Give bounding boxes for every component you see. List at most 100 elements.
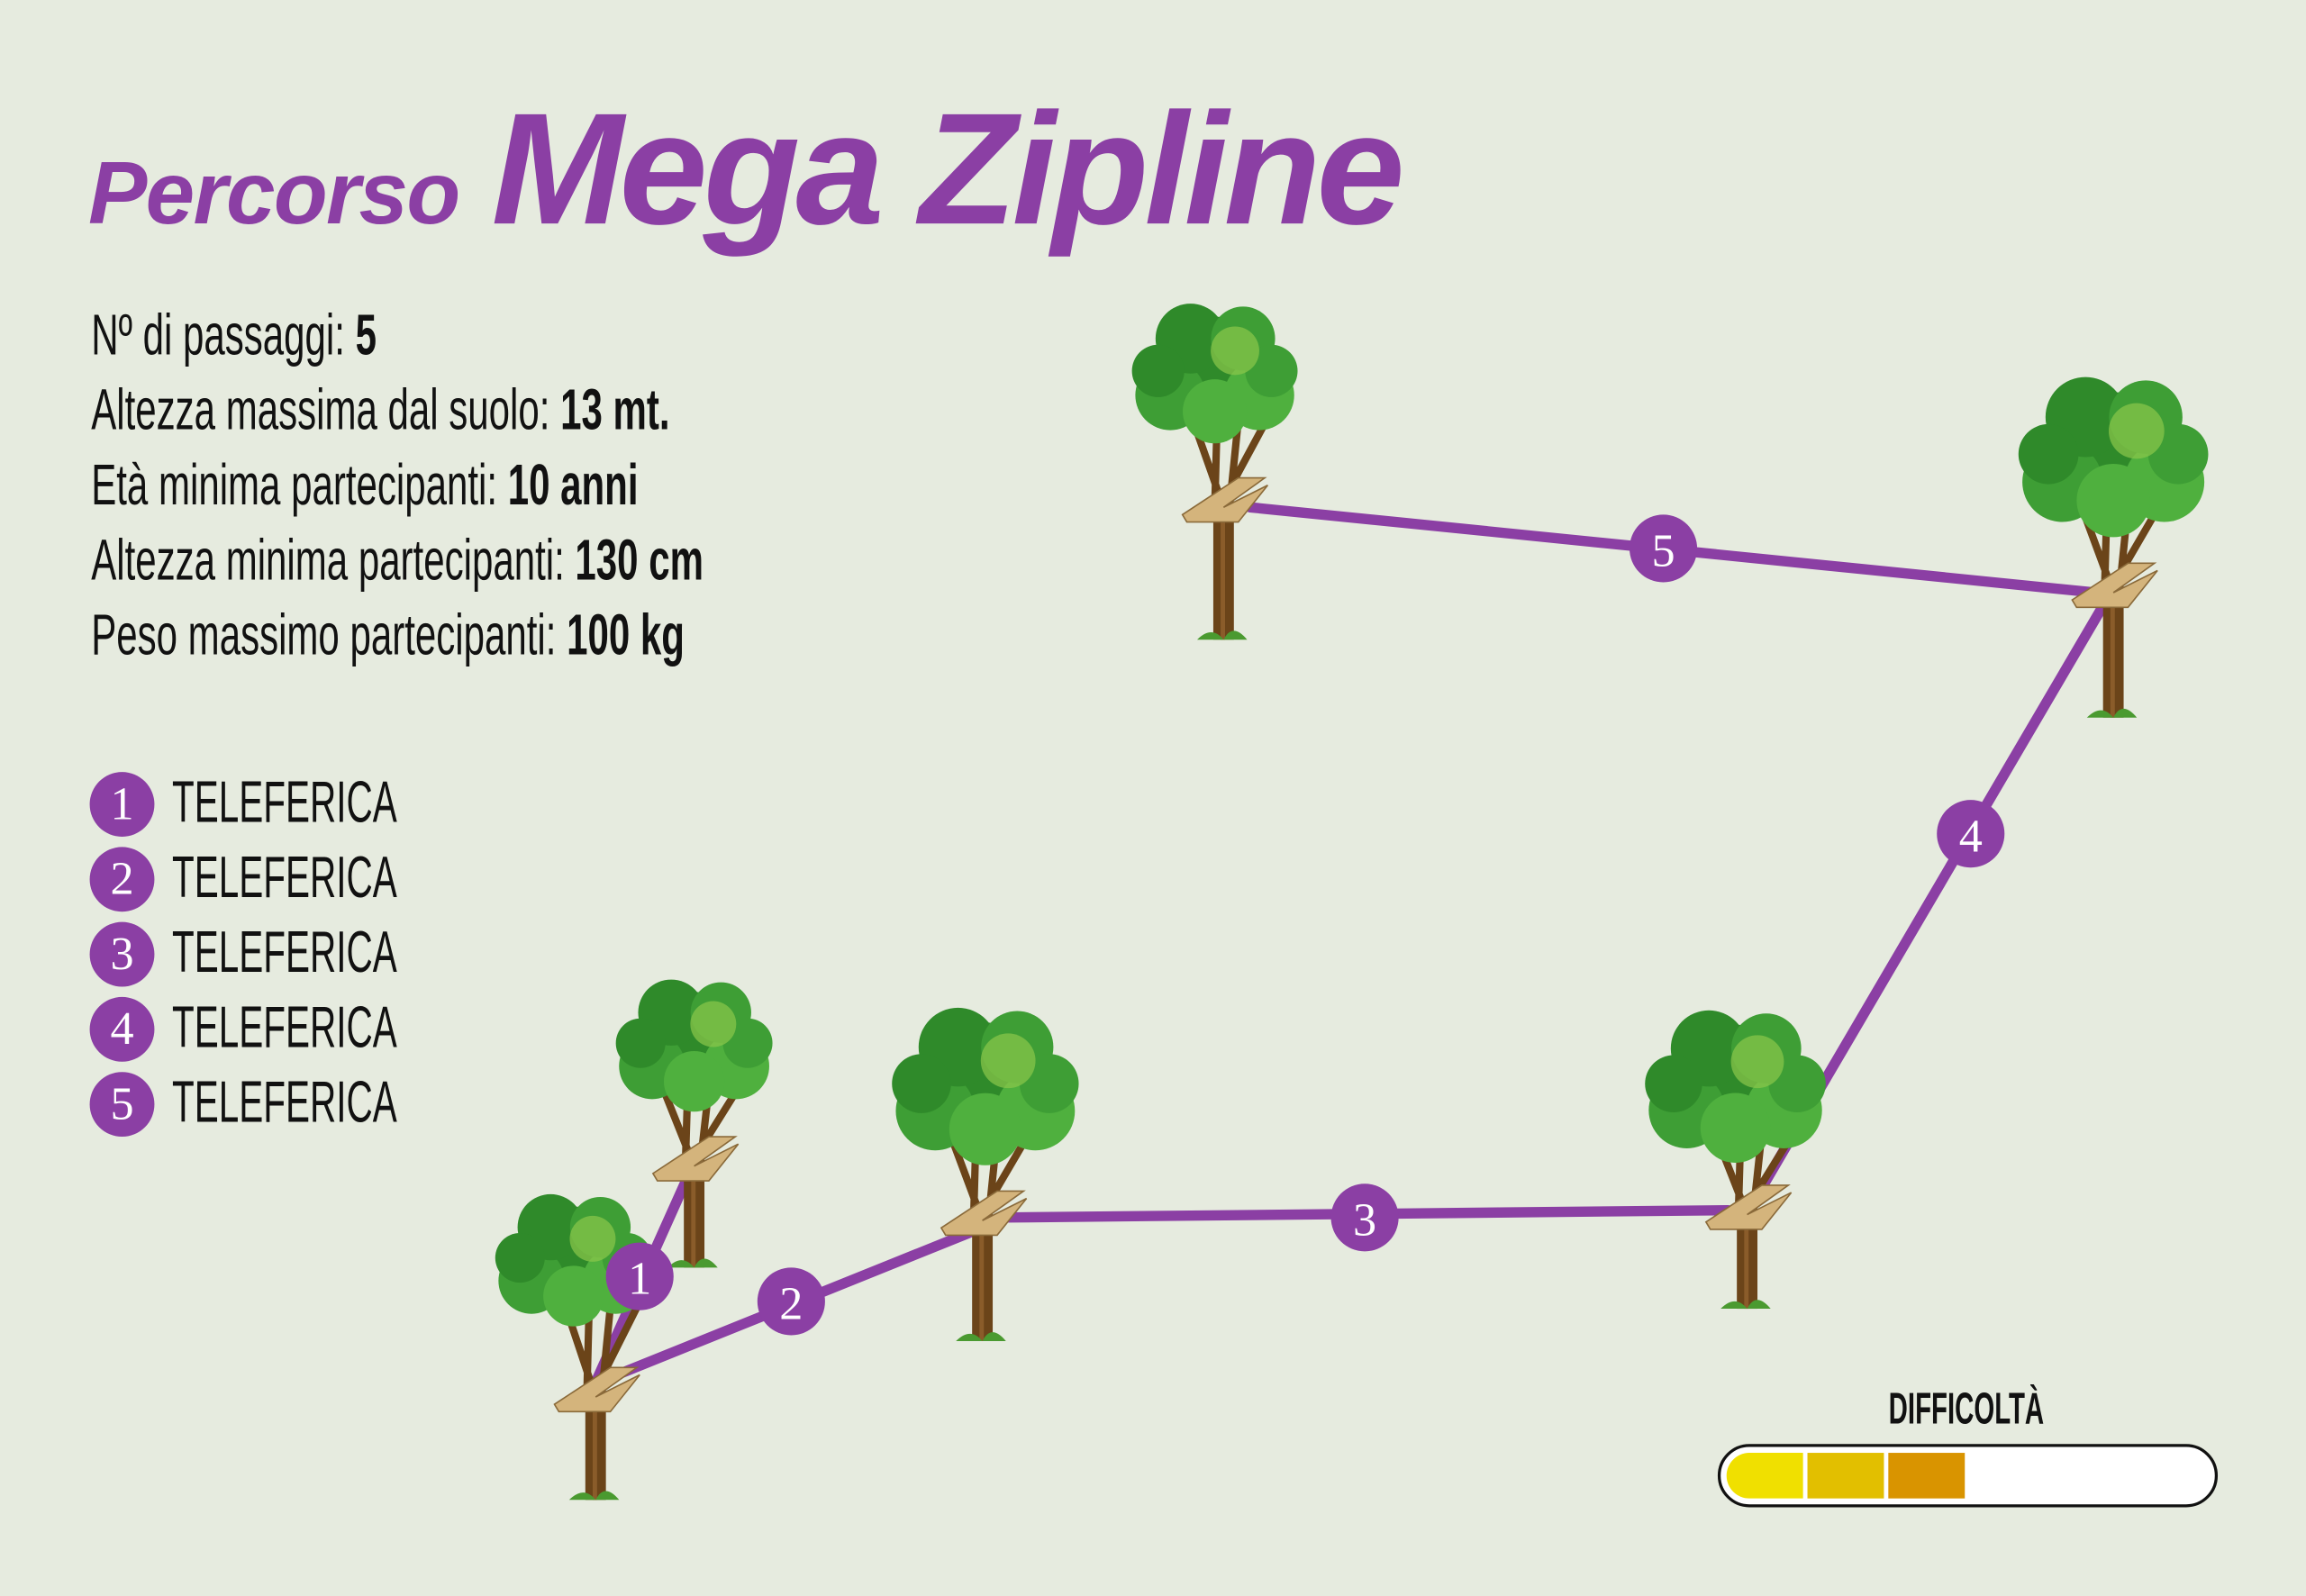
route-badge-3: 3	[1330, 1183, 1399, 1252]
canopy	[1019, 1054, 1079, 1113]
wooden-platform	[1181, 476, 1268, 523]
canopy	[1768, 1055, 1826, 1113]
legend-label: TELEFERICA	[172, 845, 397, 911]
legend-item: 1 TELEFERICA	[89, 766, 535, 841]
trunk-highlight	[1221, 507, 1225, 640]
info-label: Altezza massima dal suolo:	[91, 379, 561, 443]
grass	[1196, 630, 1248, 640]
tree-icon	[2018, 376, 2209, 718]
route-badge-2: 2	[757, 1267, 825, 1336]
grass	[568, 1491, 620, 1501]
page-title: Percorso Mega Zipline	[87, 77, 1405, 260]
info-max-height: Altezza massima dal suolo: 13 mt.	[91, 374, 704, 449]
canopy	[1645, 1055, 1702, 1113]
route-number: 2	[779, 1277, 803, 1329]
grass	[2086, 708, 2138, 718]
canopy-highlight	[690, 1001, 737, 1047]
legend-number-badge: 1	[89, 771, 155, 837]
branches	[658, 1058, 740, 1170]
info-value: 130 cm	[575, 529, 704, 593]
canopy	[949, 1093, 1021, 1165]
route-number: 3	[1353, 1193, 1376, 1246]
info-label: Altezza minima partecipanti:	[91, 529, 576, 593]
difficulty-fill	[1726, 1453, 1966, 1499]
canopy-highlight	[1730, 1035, 1784, 1089]
wooden-platform	[1704, 1184, 1793, 1230]
legend-label: TELEFERICA	[172, 1070, 397, 1136]
canopy-highlight	[2108, 403, 2165, 459]
tree-icon	[615, 979, 773, 1268]
canopy	[663, 1051, 725, 1112]
route-number: 5	[1651, 525, 1675, 577]
difficulty-segment	[1888, 1453, 1966, 1499]
grass	[956, 1332, 1006, 1341]
canopy	[543, 1265, 604, 1327]
info-value: 10 anni	[507, 454, 639, 518]
tree-icon	[892, 1007, 1079, 1341]
tree-icon	[495, 1193, 652, 1501]
canopy	[495, 1233, 545, 1283]
tree-icon	[1131, 304, 1298, 640]
trees	[495, 304, 2209, 1501]
title-name: Mega Zipline	[491, 79, 1405, 258]
wooden-platform	[2071, 562, 2158, 609]
legend-item: 5 TELEFERICA	[89, 1066, 535, 1141]
info-min-age: Età minima partecipanti: 10 anni	[91, 449, 704, 523]
route-number: 4	[1959, 810, 1983, 862]
route-number: 1	[628, 1253, 651, 1305]
route-badge-5: 5	[1629, 514, 1698, 583]
info-value: 13 mt.	[560, 379, 670, 443]
info-max-weight: Peso massimo partecipanti: 100 kg	[91, 598, 704, 673]
trunk-highlight	[1744, 1214, 1749, 1310]
canopy	[1700, 1093, 1771, 1164]
trunk-highlight	[691, 1165, 696, 1268]
canopy	[892, 1054, 951, 1113]
legend-item: 3 TELEFERICA	[89, 916, 535, 991]
canopy	[722, 1018, 773, 1068]
grass	[1720, 1300, 1771, 1310]
wooden-platform	[651, 1136, 740, 1182]
zipline-cables	[590, 502, 2109, 1388]
legend-number-badge: 4	[89, 996, 155, 1061]
info-label: Età minima partecipanti:	[91, 454, 508, 518]
route-badge-1: 1	[605, 1242, 674, 1310]
legend-label: TELEFERICA	[172, 995, 397, 1061]
legend-label: TELEFERICA	[172, 920, 397, 985]
title-prefix: Percorso	[87, 143, 460, 243]
legend-number-badge: 3	[89, 920, 155, 986]
difficulty-segment	[1726, 1453, 1803, 1499]
info-passages: Nº di passaggi: 5	[91, 298, 704, 373]
branches	[1187, 387, 1269, 512]
difficulty-label-text: DIFFICOLTÀ	[1888, 1384, 2045, 1434]
canopy	[1131, 344, 1185, 397]
info-value: 100 kg	[567, 604, 685, 668]
canopy	[2147, 423, 2209, 485]
grass	[667, 1258, 718, 1268]
legend-label: TELEFERICA	[172, 770, 397, 836]
course-info: Nº di passaggi: 5 Altezza massima dal su…	[91, 298, 1019, 673]
wooden-platform	[940, 1190, 1028, 1237]
trunk-highlight	[2110, 592, 2115, 718]
difficulty-segment	[1807, 1453, 1884, 1499]
route-badges: 1 2 3 4 5	[605, 514, 2005, 1336]
difficulty-meter	[1717, 1444, 2219, 1508]
trunk-highlight	[979, 1220, 985, 1341]
canopy	[1183, 379, 1248, 444]
canopy	[2018, 423, 2079, 485]
info-min-height: Altezza minima partecipanti: 130 cm	[91, 523, 704, 598]
canopy	[615, 1018, 666, 1068]
info-label: Peso massimo partecipanti:	[91, 604, 567, 668]
trunk-highlight	[592, 1397, 597, 1501]
canopy	[2076, 463, 2150, 538]
canopy-highlight	[980, 1033, 1036, 1089]
canopy	[1245, 344, 1298, 397]
route-badge-4: 4	[1937, 800, 2005, 868]
tree-icon	[1645, 1010, 1826, 1310]
canopy-highlight	[1211, 326, 1259, 376]
legend-number-badge: 5	[89, 1071, 155, 1137]
wooden-platform	[553, 1366, 640, 1413]
